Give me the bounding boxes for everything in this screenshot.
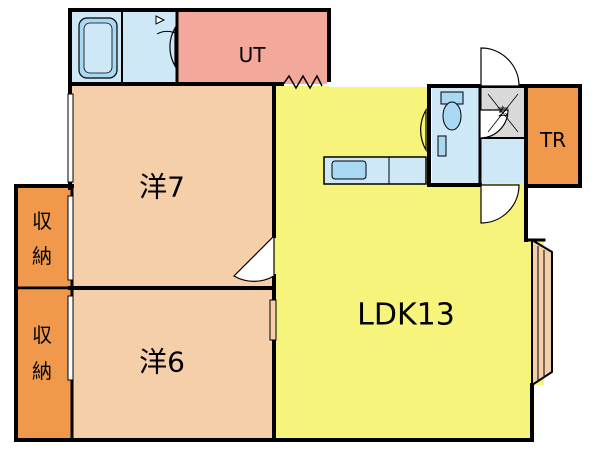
room-label-western-7: 洋7	[139, 171, 185, 204]
room-label-trunk-room: TR	[539, 128, 566, 152]
room-label-western-6: 洋6	[139, 346, 185, 379]
entrance-hatch	[487, 93, 519, 133]
storage-upper-label-2: 納	[32, 244, 52, 268]
western-room-7	[72, 86, 272, 287]
storage-lower	[18, 290, 72, 438]
window-icon	[67, 93, 277, 381]
washbasin-icon	[437, 135, 447, 157]
western-room-6	[72, 290, 272, 438]
bay-window	[531, 238, 553, 387]
utility-room	[177, 12, 327, 84]
ut-door-icon	[156, 14, 178, 35]
storage-upper	[18, 188, 72, 287]
room-label-ldk: LDK13	[357, 298, 455, 333]
kitchen-sink-icon	[331, 160, 367, 180]
bathtub-icon	[78, 17, 118, 79]
trunk-room	[527, 88, 579, 184]
storage-lower-label-1: 収	[32, 323, 52, 347]
room-label-entrance: 玄	[497, 104, 509, 119]
shelf-icon	[155, 15, 166, 25]
kitchen-counter	[323, 156, 427, 185]
room-label-utility: UT	[239, 43, 267, 67]
storage-lower-label-2: 納	[32, 359, 52, 383]
storage-upper-label-1: 収	[32, 209, 52, 233]
entrance-hall	[480, 138, 525, 183]
walls	[14, 8, 582, 442]
toilet-icon	[440, 91, 464, 131]
folding-door-icon	[281, 74, 323, 90]
